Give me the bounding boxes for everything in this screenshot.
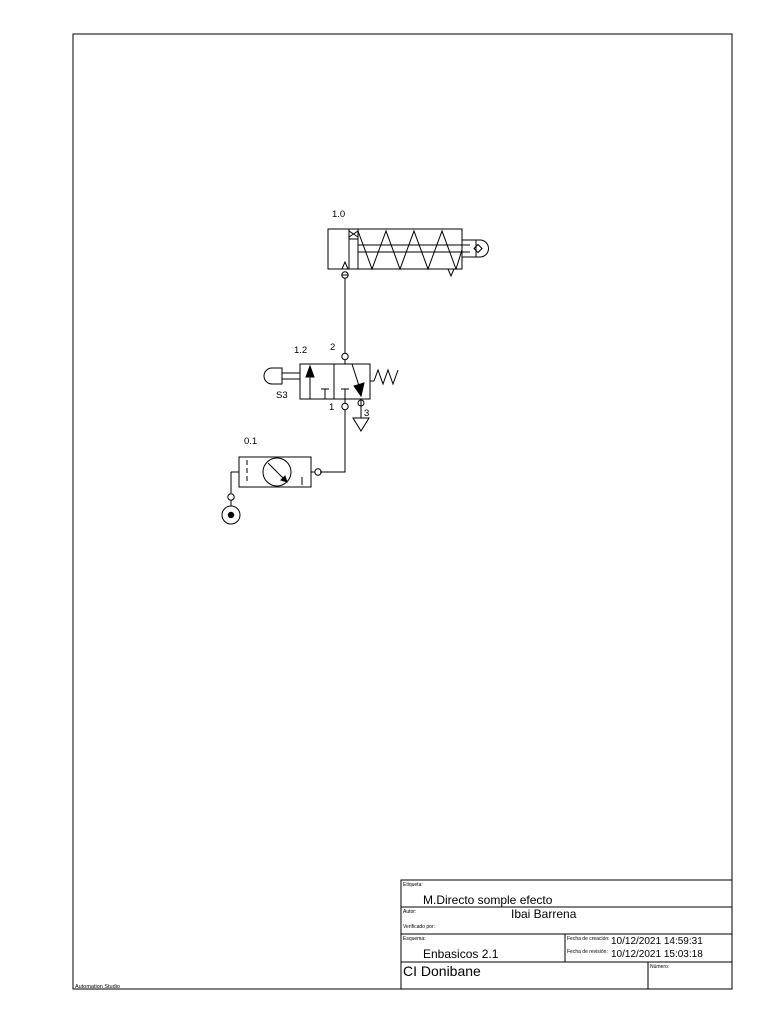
autor-value: Ibai Barrena [511, 907, 577, 921]
valve-port-2-label: 2 [330, 342, 335, 353]
exhaust-icon [352, 417, 370, 432]
valve-position-b [333, 363, 371, 400]
valve-label: 1.2 [294, 345, 307, 356]
valve-port-2 [341, 352, 349, 361]
valve-port-1 [341, 402, 349, 411]
pneumatic-line-supply-to-valve [320, 410, 346, 473]
valve-3-2-pushbutton: 1.2 2 S3 1 3 [263, 342, 399, 432]
filter-inlet-port [227, 493, 235, 501]
title-block: Etiqueta: M.Directo somple efecto Autor:… [400, 879, 733, 990]
valve-position-a [299, 363, 335, 400]
filter-outlet-port [314, 468, 322, 476]
flow-arrow-up-icon [305, 364, 315, 378]
flow-arrow-diagonal-icon [353, 382, 365, 398]
return-spring-icon [373, 368, 399, 386]
software-footer: Automation Studio [75, 984, 120, 990]
filter-body [238, 456, 312, 488]
etiqueta-value: M.Directo somple efecto [423, 893, 553, 907]
valve-port-3-label: 3 [364, 408, 369, 419]
pressure-source-icon [221, 505, 241, 525]
autor-label: Autor: [403, 909, 416, 915]
single-acting-cylinder: 1.0 [327, 209, 489, 279]
cylinder-label: 1.0 [332, 209, 345, 220]
esquema-label: Esquema: [403, 936, 426, 942]
piston-seal-icon [348, 228, 359, 240]
numero-label: Número: [650, 964, 669, 970]
filter-gauge-unit: 0.1 [221, 436, 322, 525]
rod-eye-icon [476, 239, 489, 258]
pressure-gauge-icon [262, 457, 292, 487]
sheet-border [72, 33, 733, 990]
cylinder-body [327, 228, 463, 270]
fecha-creacion-label: Fecha de creación: [567, 936, 610, 942]
fecha-creacion-value: 10/12/2021 14:59:31 [611, 936, 703, 947]
esquema-value: Enbasicos 2.1 [423, 947, 499, 961]
pushbutton-icon [263, 367, 283, 385]
spring-icon [357, 229, 463, 271]
valve-port-1-label: 1 [329, 402, 334, 413]
fecha-revision-label: Fecha de revisión: [567, 949, 608, 955]
empresa-value: CI Donibane [403, 963, 481, 979]
verificado-label: Verificado por: [403, 924, 435, 930]
etiqueta-label: Etiqueta: [403, 882, 423, 888]
valve-actuator-label: S3 [276, 390, 288, 401]
filter-label: 0.1 [244, 436, 257, 447]
fecha-revision-value: 10/12/2021 15:03:18 [611, 949, 703, 960]
